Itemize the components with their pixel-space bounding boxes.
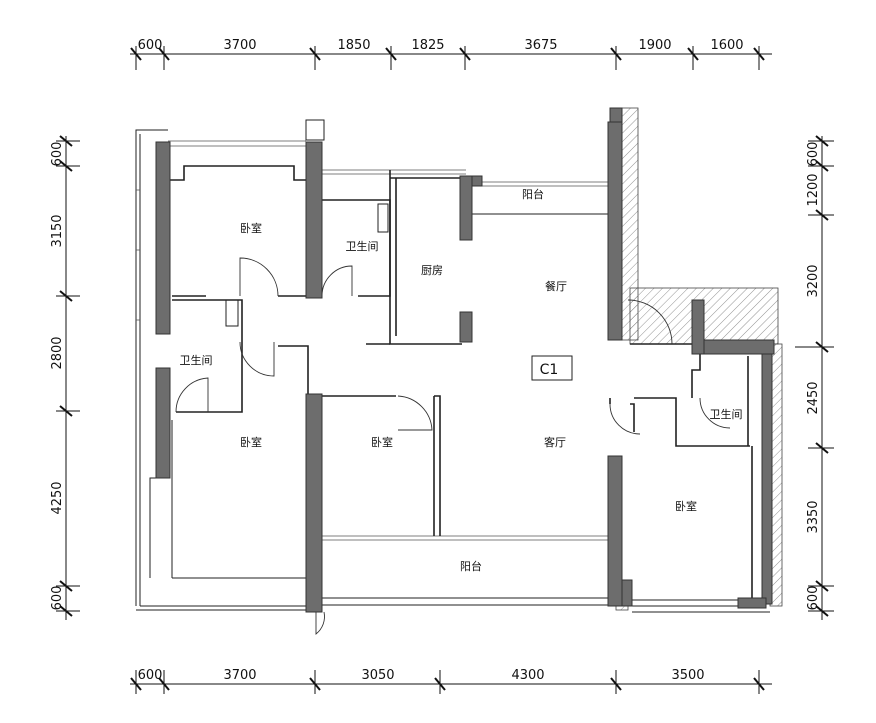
room-label-bedroom-nw: 卧室 xyxy=(240,221,262,235)
unit-label-text: C1 xyxy=(540,362,559,378)
unit-label: C1 xyxy=(531,355,573,381)
structural-walls xyxy=(155,107,775,613)
dim-top-4: 1825 xyxy=(411,38,444,53)
dim-top-6: 1900 xyxy=(638,38,671,53)
dim-bottom-4: 4300 xyxy=(511,668,544,683)
dim-top-7: 1600 xyxy=(710,38,743,53)
dim-right-5: 3350 xyxy=(806,500,821,533)
door-swings xyxy=(175,119,731,635)
room-label-bedroom-s: 卧室 xyxy=(371,435,393,449)
dim-top-2: 3700 xyxy=(223,38,256,53)
room-label-bedroom-se: 卧室 xyxy=(675,499,697,513)
dim-bottom-3: 3050 xyxy=(361,668,394,683)
dimension-left: 600 3150 2800 4250 600 xyxy=(50,135,80,620)
hatched-structure xyxy=(615,107,783,611)
dim-left-2: 3150 xyxy=(50,214,65,247)
dim-left-4: 4250 xyxy=(50,481,65,514)
room-label-balcony-n: 阳台 xyxy=(522,187,544,201)
dim-bottom-2: 3700 xyxy=(223,668,256,683)
dim-right-4: 2450 xyxy=(806,381,821,414)
dim-bottom-5: 3500 xyxy=(671,668,704,683)
dimension-top: 600 3700 1850 1825 3675 1900 1600 xyxy=(130,38,772,70)
room-label-dining: 餐厅 xyxy=(545,279,567,293)
dim-left-3: 2800 xyxy=(50,336,65,369)
dim-right-1: 600 xyxy=(806,142,821,167)
dim-bottom-1: 600 xyxy=(138,668,163,683)
dim-left-1: 600 xyxy=(50,142,65,167)
room-label-bathroom-e: 卫生间 xyxy=(710,407,743,421)
exterior-outline xyxy=(135,129,770,613)
dim-right-2: 1200 xyxy=(806,173,821,206)
dim-right-3: 3200 xyxy=(806,264,821,297)
room-label-bathroom-n: 卫生间 xyxy=(346,239,379,253)
dimension-bottom: 600 3700 3050 4300 3500 xyxy=(130,668,772,694)
dim-top-1: 600 xyxy=(138,38,163,53)
dim-left-5: 600 xyxy=(50,586,65,611)
room-label-bathroom-w: 卫生间 xyxy=(180,353,213,367)
room-label-balcony-s: 阳台 xyxy=(460,559,482,573)
dim-top-3: 1850 xyxy=(337,38,370,53)
interior-partitions xyxy=(168,165,753,602)
dim-right-6: 600 xyxy=(806,586,821,611)
room-label-bedroom-sw: 卧室 xyxy=(240,435,262,449)
dimension-right: 600 1200 3200 2450 3350 600 xyxy=(795,135,834,620)
room-label-kitchen: 厨房 xyxy=(421,264,443,277)
room-label-living: 客厅 xyxy=(544,435,566,449)
room-labels: 卧室 卫生间 厨房 阳台 餐厅 卫生间 卧室 卧室 客厅 卫生间 卧室 阳台 xyxy=(180,187,743,573)
dim-top-5: 3675 xyxy=(524,38,557,53)
